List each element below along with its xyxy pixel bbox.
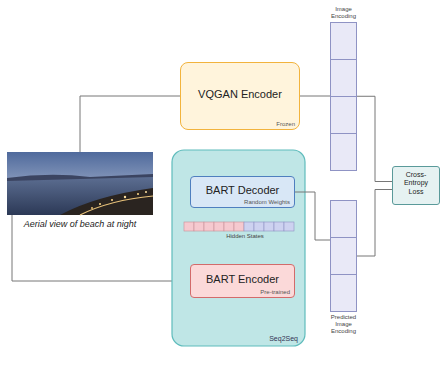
token-cell	[330, 22, 357, 60]
token-cell	[330, 59, 357, 97]
token-column: Image Encoding	[330, 4, 357, 171]
connector	[357, 190, 392, 257]
box-note: Frozen	[276, 121, 295, 127]
token-cell	[330, 96, 357, 134]
seq2seq-ground	[172, 150, 305, 346]
connector	[295, 192, 330, 240]
encoder-box: VQGAN EncoderFrozen	[180, 62, 300, 130]
beach-photo	[7, 152, 153, 215]
image-caption: Aerial view of beach at night	[7, 219, 153, 229]
column-label: Image Encoding	[326, 6, 361, 20]
connector	[357, 96, 392, 181]
token-cell	[330, 237, 357, 275]
box-note: Random Weights	[244, 199, 290, 205]
hidden-states-label: Hidden States	[215, 233, 275, 239]
token-cell	[330, 274, 357, 312]
box-title: Cross-Entropy Loss	[398, 171, 434, 195]
box-title: BART Encoder	[206, 273, 279, 286]
token-cell	[330, 133, 357, 171]
decoder-box: BART DecoderRandom Weights	[190, 176, 295, 208]
connector	[300, 96, 330, 97]
token-stack	[330, 22, 357, 171]
column-label: Predicted Image Encoding	[326, 314, 361, 335]
box-title: BART Decoder	[206, 184, 280, 197]
group-title: Seq2Seq	[269, 335, 298, 342]
token-cell	[330, 200, 357, 238]
seq2seq-group: BART DecoderRandom WeightsBART EncoderPr…	[172, 150, 305, 346]
hidden-states-row	[184, 222, 294, 231]
box-note: Pre-trained	[260, 289, 290, 295]
box-title: VQGAN Encoder	[198, 88, 282, 101]
loss-box: Cross-Entropy Loss	[392, 166, 440, 205]
token-column: Predicted Image Encoding	[330, 200, 357, 337]
token-stack	[330, 200, 357, 312]
input-line	[80, 96, 180, 152]
encoder-box: BART EncoderPre-trained	[190, 264, 295, 298]
